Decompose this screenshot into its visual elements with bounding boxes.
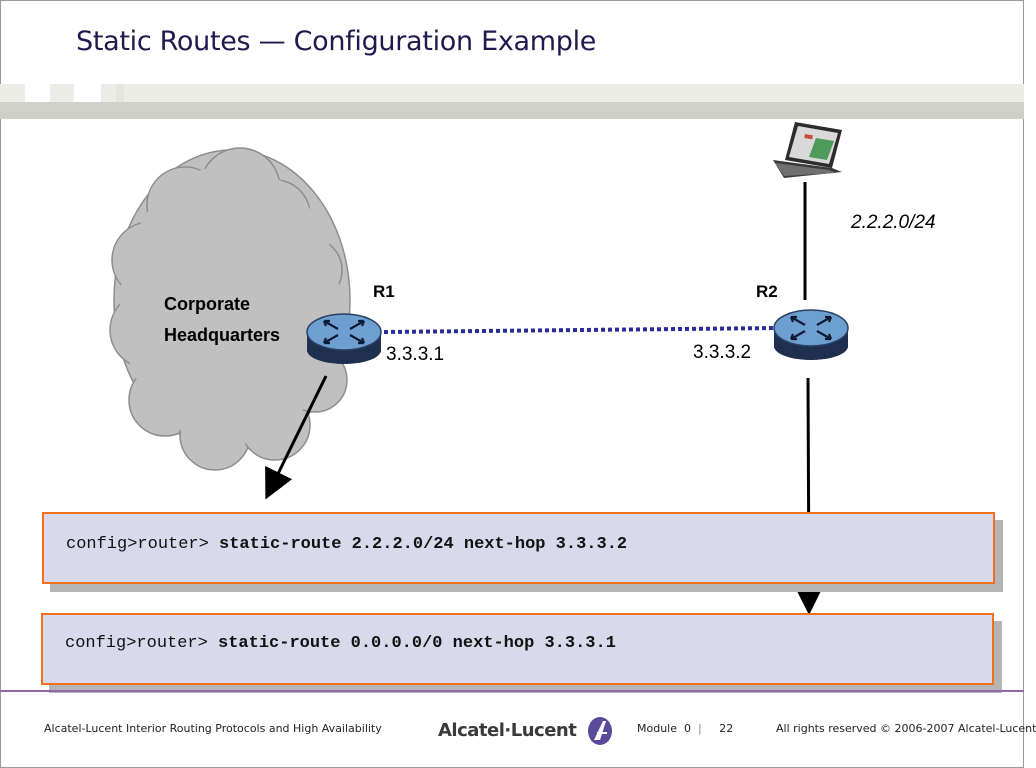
laptop-icon bbox=[773, 122, 842, 178]
router1-name: R1 bbox=[373, 282, 395, 301]
cloud-label-headquarters: Headquarters bbox=[164, 325, 281, 345]
command-line: config>router> static-route 0.0.0.0/0 ne… bbox=[65, 634, 616, 653]
router1-ip: 3.3.3.1 bbox=[386, 344, 445, 365]
router2-ip: 3.3.3.2 bbox=[693, 342, 752, 363]
footer-divider bbox=[0, 690, 1024, 692]
footer-copyright: All rights reserved © 2006-2007 Alcatel-… bbox=[776, 722, 1036, 735]
cli-prompt: config>router> bbox=[66, 535, 209, 554]
cli-prompt: config>router> bbox=[65, 634, 208, 653]
brand-logo: Alcatel·Lucent bbox=[438, 716, 614, 746]
router2-name: R2 bbox=[756, 282, 778, 301]
module-number: 0 bbox=[684, 722, 691, 735]
arrow-icon bbox=[265, 375, 328, 500]
band-notch bbox=[25, 84, 50, 102]
command-box-r2: config>router> static-route 0.0.0.0/0 ne… bbox=[41, 613, 994, 685]
slide-title: Static Routes — Configuration Example bbox=[76, 26, 597, 57]
page-number: 22 bbox=[719, 722, 734, 735]
brand-name: Alcatel·Lucent bbox=[438, 720, 577, 741]
cloud-icon bbox=[109, 147, 351, 471]
footer-module: Module 0 | 22 bbox=[637, 722, 733, 735]
band-notch bbox=[116, 84, 124, 102]
module-label: Module bbox=[637, 722, 677, 735]
title-band bbox=[0, 84, 1024, 102]
command-line: config>router> static-route 2.2.2.0/24 n… bbox=[66, 535, 627, 554]
remote-network-label: 2.2.2.0/24 bbox=[851, 212, 936, 233]
cloud-label-corporate: Corporate bbox=[164, 294, 251, 314]
band-notch bbox=[74, 84, 101, 102]
title-band-shadow bbox=[0, 102, 1024, 119]
cli-command: static-route 2.2.2.0/24 next-hop 3.3.3.2 bbox=[219, 535, 628, 554]
router-icon bbox=[773, 309, 849, 360]
footer-course: Alcatel-Lucent Interior Routing Protocol… bbox=[44, 722, 382, 735]
brand-logo-icon bbox=[588, 717, 613, 745]
command-box-r1: config>router> static-route 2.2.2.0/24 n… bbox=[42, 512, 995, 584]
cli-command: static-route 0.0.0.0/0 next-hop 3.3.3.1 bbox=[218, 634, 616, 653]
router-icon bbox=[306, 313, 382, 364]
router-link bbox=[383, 326, 779, 334]
footer-separator: | bbox=[698, 722, 702, 735]
